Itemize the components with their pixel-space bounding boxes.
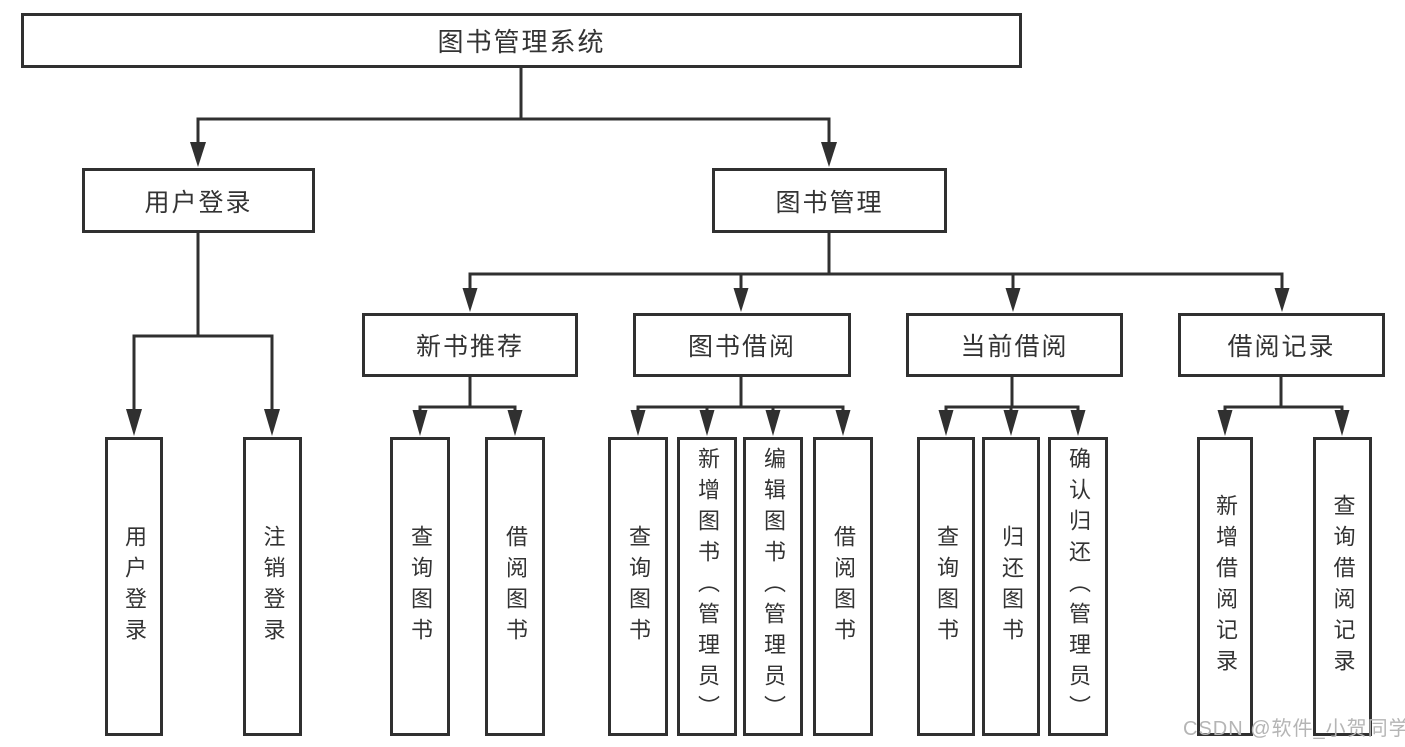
- arrowheads: [126, 142, 1350, 436]
- leaf-borrow-book-recommend-label: 借阅图书: [503, 524, 528, 649]
- leaf-user-login-label: 用户登录: [122, 524, 147, 649]
- leaf-query-book-current-label: 查询图书: [934, 524, 959, 649]
- leaf-logout-label: 注销登录: [260, 524, 286, 649]
- leaf-add-book-admin: 新增图书（管理员）: [677, 437, 737, 736]
- leaf-edit-book-admin-label: 编辑图书（管理员）: [761, 447, 786, 726]
- leaf-borrow-book: 借阅图书: [813, 437, 873, 736]
- node-book-borrowing: 图书借阅: [633, 313, 851, 377]
- leaf-edit-book-admin: 编辑图书（管理员）: [743, 437, 803, 736]
- node-user-login-label: 用户登录: [144, 188, 253, 217]
- leaf-query-borrow-record: 查询借阅记录: [1313, 437, 1372, 736]
- node-current-borrowing: 当前借阅: [906, 313, 1123, 377]
- node-current-borrowing-label: 当前借阅: [960, 333, 1069, 361]
- leaf-query-book-current: 查询图书: [917, 437, 975, 736]
- connector-borrow-rail: [636, 405, 845, 413]
- leaf-add-borrow-record: 新增借阅记录: [1197, 437, 1253, 736]
- connector-record-rail: [1223, 405, 1344, 413]
- leaf-return-book-label: 归还图书: [999, 524, 1024, 649]
- leaf-add-book-admin-label: 新增图书（管理员）: [695, 447, 720, 726]
- node-borrowing-records-label: 借阅记录: [1227, 333, 1336, 361]
- leaf-query-book-recommend: 查询图书: [390, 437, 450, 736]
- leaf-borrow-book-recommend: 借阅图书: [485, 437, 545, 736]
- leaf-add-borrow-record-label: 新增借阅记录: [1213, 493, 1238, 680]
- node-new-book-recommend: 新书推荐: [362, 313, 578, 377]
- connector-userlogin-rail: [132, 334, 274, 412]
- leaf-query-book-borrowing-label: 查询图书: [626, 524, 651, 649]
- connector-level2-rail: [196, 117, 831, 145]
- leaf-query-book-recommend-label: 查询图书: [408, 524, 433, 649]
- leaf-logout: 注销登录: [243, 437, 302, 736]
- leaf-query-borrow-record-label: 查询借阅记录: [1330, 493, 1356, 680]
- connector-newbook-rail: [418, 405, 517, 413]
- leaf-query-book-borrowing: 查询图书: [608, 437, 668, 736]
- node-book-borrowing-label: 图书借阅: [687, 333, 796, 361]
- node-borrowing-records: 借阅记录: [1178, 313, 1385, 377]
- leaf-confirm-return-admin: 确认归还（管理员）: [1048, 437, 1108, 736]
- node-library-system: 图书管理系统: [21, 13, 1022, 68]
- csdn-watermark: CSDN @软件_小贺同学: [1183, 718, 1405, 740]
- leaf-borrow-book-label: 借阅图书: [831, 524, 856, 649]
- node-book-management-label: 图书管理: [775, 188, 884, 217]
- node-user-login: 用户登录: [82, 168, 315, 233]
- leaf-return-book: 归还图书: [982, 437, 1040, 736]
- leaf-user-login: 用户登录: [105, 437, 163, 736]
- node-book-management: 图书管理: [712, 168, 947, 233]
- connector-level3-rail: [468, 272, 1284, 290]
- node-library-system-label: 图书管理系统: [437, 27, 606, 57]
- node-new-book-recommend-label: 新书推荐: [415, 333, 524, 361]
- leaf-confirm-return-admin-label: 确认归还（管理员）: [1066, 447, 1091, 726]
